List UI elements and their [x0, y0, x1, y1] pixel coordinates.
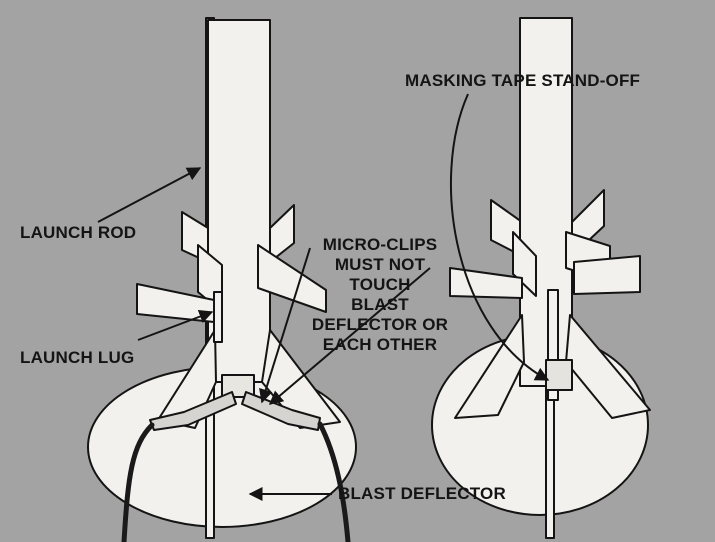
micro-clips-line-1: MICRO-CLIPS	[298, 235, 462, 255]
label-micro-clips-warning: MICRO-CLIPS MUST NOT TOUCH BLAST DEFLECT…	[298, 235, 462, 355]
micro-clips-line-5: DEFLECTOR OR	[298, 315, 462, 335]
micro-clips-line-6: EACH OTHER	[298, 335, 462, 355]
label-masking-tape-stand-off: MASKING TAPE STAND-OFF	[405, 71, 640, 91]
label-launch-rod: LAUNCH ROD	[20, 223, 136, 243]
micro-clips-line-2: MUST NOT	[298, 255, 462, 275]
right-stand-off-tape	[546, 360, 572, 390]
label-launch-lug: LAUNCH LUG	[20, 348, 134, 368]
left-launch-lug	[214, 292, 222, 342]
micro-clips-line-4: BLAST	[298, 295, 462, 315]
micro-clips-line-3: TOUCH	[298, 275, 462, 295]
left-back-fin-right	[270, 205, 294, 262]
right-fin-right	[574, 256, 640, 294]
label-blast-deflector: BLAST DEFLECTOR	[338, 484, 506, 504]
right-rocket-assembly	[432, 18, 650, 538]
